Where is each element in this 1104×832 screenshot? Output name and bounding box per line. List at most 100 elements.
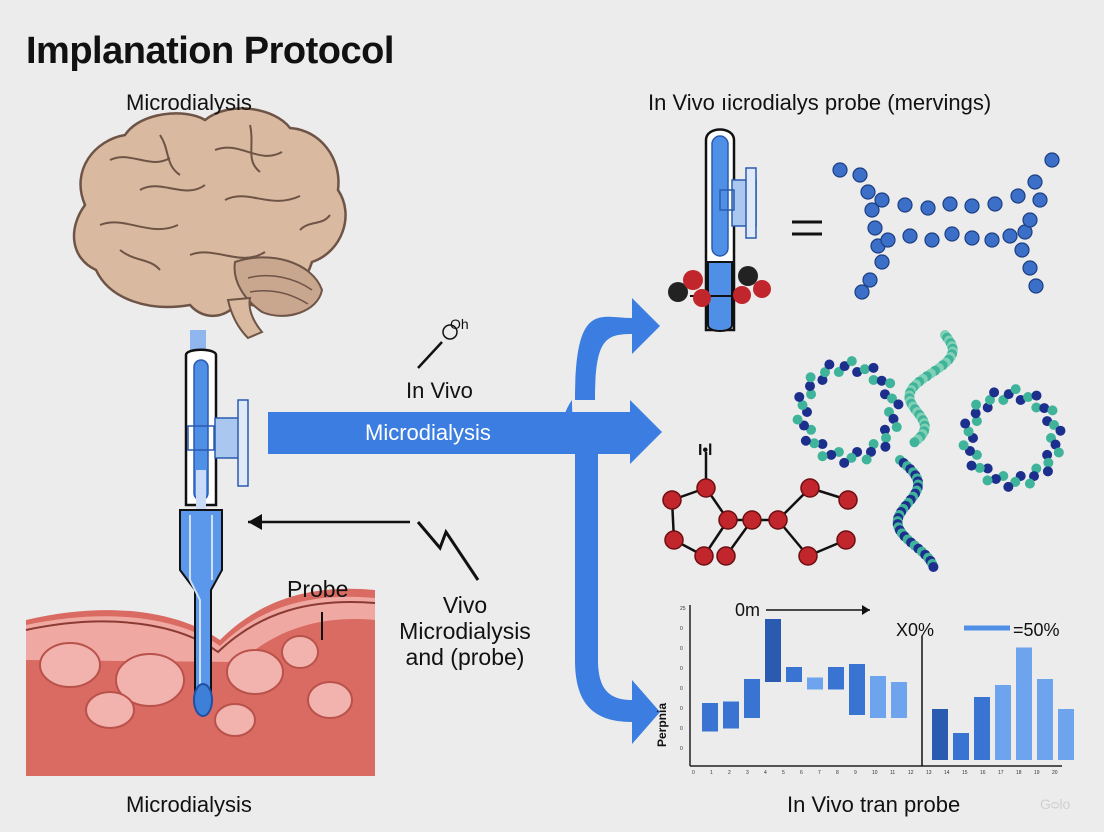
chart-bar — [786, 667, 802, 682]
ring-bead — [879, 424, 890, 435]
label-in-vivo: In Vivo — [406, 378, 473, 403]
ring-bead — [1055, 425, 1066, 436]
chart-bar — [1016, 647, 1032, 760]
chart-y-label: Perpnia — [655, 702, 670, 748]
chart-y-tick: 0 — [680, 706, 683, 712]
microdialysis-probe-right — [668, 128, 771, 332]
ring-bead — [1042, 449, 1053, 460]
ring-bead — [826, 449, 837, 460]
ring-bead — [893, 399, 904, 410]
ring-bead — [1023, 392, 1034, 403]
chart-y-tick: 0 — [680, 746, 683, 752]
chart-bar — [995, 685, 1011, 760]
chart-bar — [953, 733, 969, 760]
ring-bead — [861, 454, 872, 465]
bead-chain-molecule — [832, 152, 1060, 300]
ring-bead — [1050, 439, 1061, 450]
ball-stick-molecule — [670, 452, 849, 558]
label-hl-glyph: I•l — [698, 442, 713, 459]
bead — [864, 202, 880, 218]
ring-bead — [839, 457, 850, 468]
ring-bead — [799, 420, 810, 431]
ring-bead — [1049, 420, 1060, 431]
chart-bar — [1058, 709, 1074, 760]
chart-x-tick: 15 — [962, 770, 968, 776]
chart-x-tick: 14 — [944, 770, 950, 776]
bead — [874, 192, 890, 208]
bead — [964, 198, 980, 214]
chart-bar — [744, 679, 760, 718]
ring-bead — [1003, 389, 1014, 400]
ring-bead — [846, 356, 857, 367]
chart-x-tick: 9 — [854, 770, 857, 776]
chart-bar — [723, 701, 739, 729]
ring-bead — [886, 393, 897, 404]
ring-bead — [792, 414, 803, 425]
ring-bead — [1043, 457, 1054, 468]
ring-bead — [990, 473, 1001, 484]
ring-bead — [1031, 402, 1042, 413]
ring-bead — [1010, 476, 1021, 487]
brain-illustration — [72, 107, 347, 340]
bead — [924, 232, 940, 248]
ring-bead — [1029, 471, 1039, 482]
ring-bead — [966, 460, 977, 471]
ring-bead — [1024, 478, 1035, 489]
bead — [874, 254, 890, 270]
ring-bead — [1003, 481, 1014, 492]
bead — [1010, 188, 1026, 204]
ring-bead — [960, 418, 971, 429]
ring-bead — [1053, 447, 1064, 458]
chart-annotation-om: 0m — [735, 600, 761, 620]
label-vivo-block: Vivo Microdialysis and (probe) — [399, 592, 531, 670]
ring-bead — [846, 452, 857, 463]
chart-x-tick: 18 — [1016, 770, 1022, 776]
ring-bead — [868, 362, 879, 373]
chart-x-tick: 4 — [764, 770, 767, 776]
ring-bead — [880, 441, 891, 452]
page-title: Implanation Protocol — [26, 30, 394, 72]
bead — [942, 196, 958, 212]
ring-bead — [797, 400, 808, 411]
ring-bead — [800, 435, 811, 446]
ring-bead — [982, 463, 993, 474]
bead — [897, 197, 913, 213]
bead — [944, 226, 960, 242]
ring-bead — [820, 367, 830, 378]
bead — [987, 196, 1003, 212]
chart-x-tick: 16 — [980, 770, 986, 776]
microdialysis-probe-left — [179, 330, 323, 717]
ring-bead — [876, 375, 887, 386]
ring-bead — [885, 378, 896, 389]
chart-bar — [891, 682, 907, 718]
ring-bead — [866, 446, 876, 457]
ring-bead — [881, 432, 892, 443]
bead — [1044, 152, 1060, 168]
ring-bead — [989, 387, 1000, 398]
chart-bar — [849, 664, 865, 715]
microdialysis-arrow — [268, 298, 662, 744]
bead — [902, 228, 918, 244]
ring-bead — [985, 394, 995, 405]
ring-bead — [809, 438, 820, 449]
ring-bead — [859, 364, 870, 375]
ring-bead — [971, 399, 982, 410]
bead — [854, 284, 870, 300]
chart-y-tick: 0 — [680, 686, 683, 692]
bead — [1032, 192, 1048, 208]
ring-bead — [963, 426, 974, 437]
ring-bead — [804, 381, 815, 392]
chart-bar — [702, 703, 718, 732]
bead — [1027, 174, 1043, 190]
ring-bead — [868, 374, 879, 385]
label-microdialysis-top: Microdialysis — [126, 90, 252, 115]
ring-bead — [888, 413, 899, 424]
ring-bead — [824, 359, 835, 370]
chart-y-tick: 0 — [680, 666, 683, 672]
bead — [1002, 228, 1018, 244]
ring-bead — [1042, 466, 1053, 477]
chart-x-tick: 6 — [800, 770, 803, 776]
chart-x-tick: 0 — [692, 770, 695, 776]
